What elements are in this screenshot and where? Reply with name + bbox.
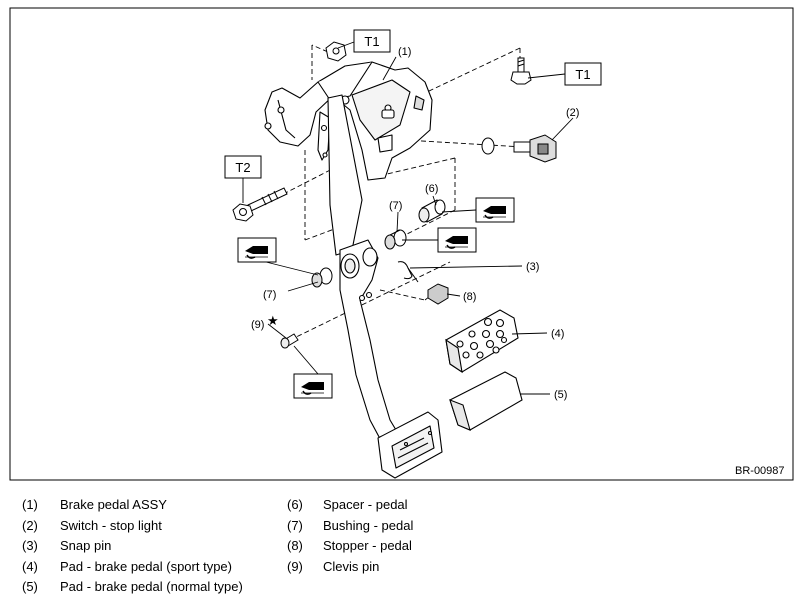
pad-normal-type (449, 371, 523, 431)
torque-label: T1 (364, 34, 379, 49)
callout-5: (5) (554, 389, 567, 401)
brake-pedal (339, 239, 443, 479)
bolt-t2 (232, 187, 288, 222)
callout-8: (8) (463, 291, 476, 303)
bolt-right (510, 57, 532, 85)
torque-label: T1 (575, 67, 590, 82)
torque-box-t2: T2 (224, 155, 262, 179)
grease-icon (437, 227, 477, 253)
legend-num: (6) (287, 497, 303, 512)
diagram-frame (9, 7, 794, 481)
legend-num: (1) (22, 497, 38, 512)
clevis-pin (280, 333, 299, 349)
legend-text: Pad - brake pedal (sport type) (60, 558, 232, 574)
legend-text: Bushing - pedal (323, 517, 414, 533)
figure-code: BR-00987 (735, 465, 785, 477)
snap-pin (397, 261, 419, 283)
legend-text: Stopper - pedal (323, 538, 412, 554)
callout-9: (9) (251, 319, 264, 331)
callout-6: (6) (425, 183, 438, 195)
legend-num: (4) (22, 558, 38, 574)
torque-box-t1-top: T1 (353, 29, 391, 53)
grease-icon (475, 197, 515, 223)
replace-star-icon: ★ (267, 313, 279, 328)
brake-pedal-assy-bracket (264, 61, 433, 181)
legend-num: (2) (22, 517, 38, 533)
spacer-pedal (418, 199, 446, 223)
grease-icon (237, 237, 277, 263)
callout-3: (3) (526, 261, 539, 273)
bushing-pedal-upper (384, 229, 407, 250)
torque-box-t1-right: T1 (564, 62, 602, 86)
legend-num: (7) (287, 517, 303, 533)
grease-icon (293, 373, 333, 399)
stop-light-switch (481, 134, 557, 163)
bushing-pedal-lower (311, 267, 333, 288)
nut-top (325, 41, 347, 62)
stopper-pedal (427, 283, 449, 305)
legend-text: Snap pin (60, 538, 112, 554)
legend-num: (3) (22, 538, 38, 554)
torque-label: T2 (235, 160, 250, 175)
callout-7-upper: (7) (389, 200, 402, 212)
legend-num: (9) (287, 558, 303, 574)
callout-7-lower: (7) (263, 289, 276, 301)
legend-text: Clevis pin (323, 558, 380, 574)
legend-text: Spacer - pedal (323, 497, 408, 512)
callout-4: (4) (551, 328, 564, 340)
legend-text: Pad - brake pedal (normal type) (60, 579, 243, 595)
leader-lines (242, 41, 574, 395)
legend-text: Switch - stop light (60, 517, 162, 533)
callouts: (1) (2) (3) (4) (5) (6) (7) (7) (8) (9) … (251, 46, 579, 401)
callout-1: (1) (398, 46, 411, 58)
pad-sport-type (445, 309, 519, 374)
callout-2: (2) (566, 107, 579, 119)
legend-num: (8) (287, 538, 303, 554)
legend-num: (5) (22, 579, 38, 595)
legend-text: Brake pedal ASSY (60, 497, 167, 512)
